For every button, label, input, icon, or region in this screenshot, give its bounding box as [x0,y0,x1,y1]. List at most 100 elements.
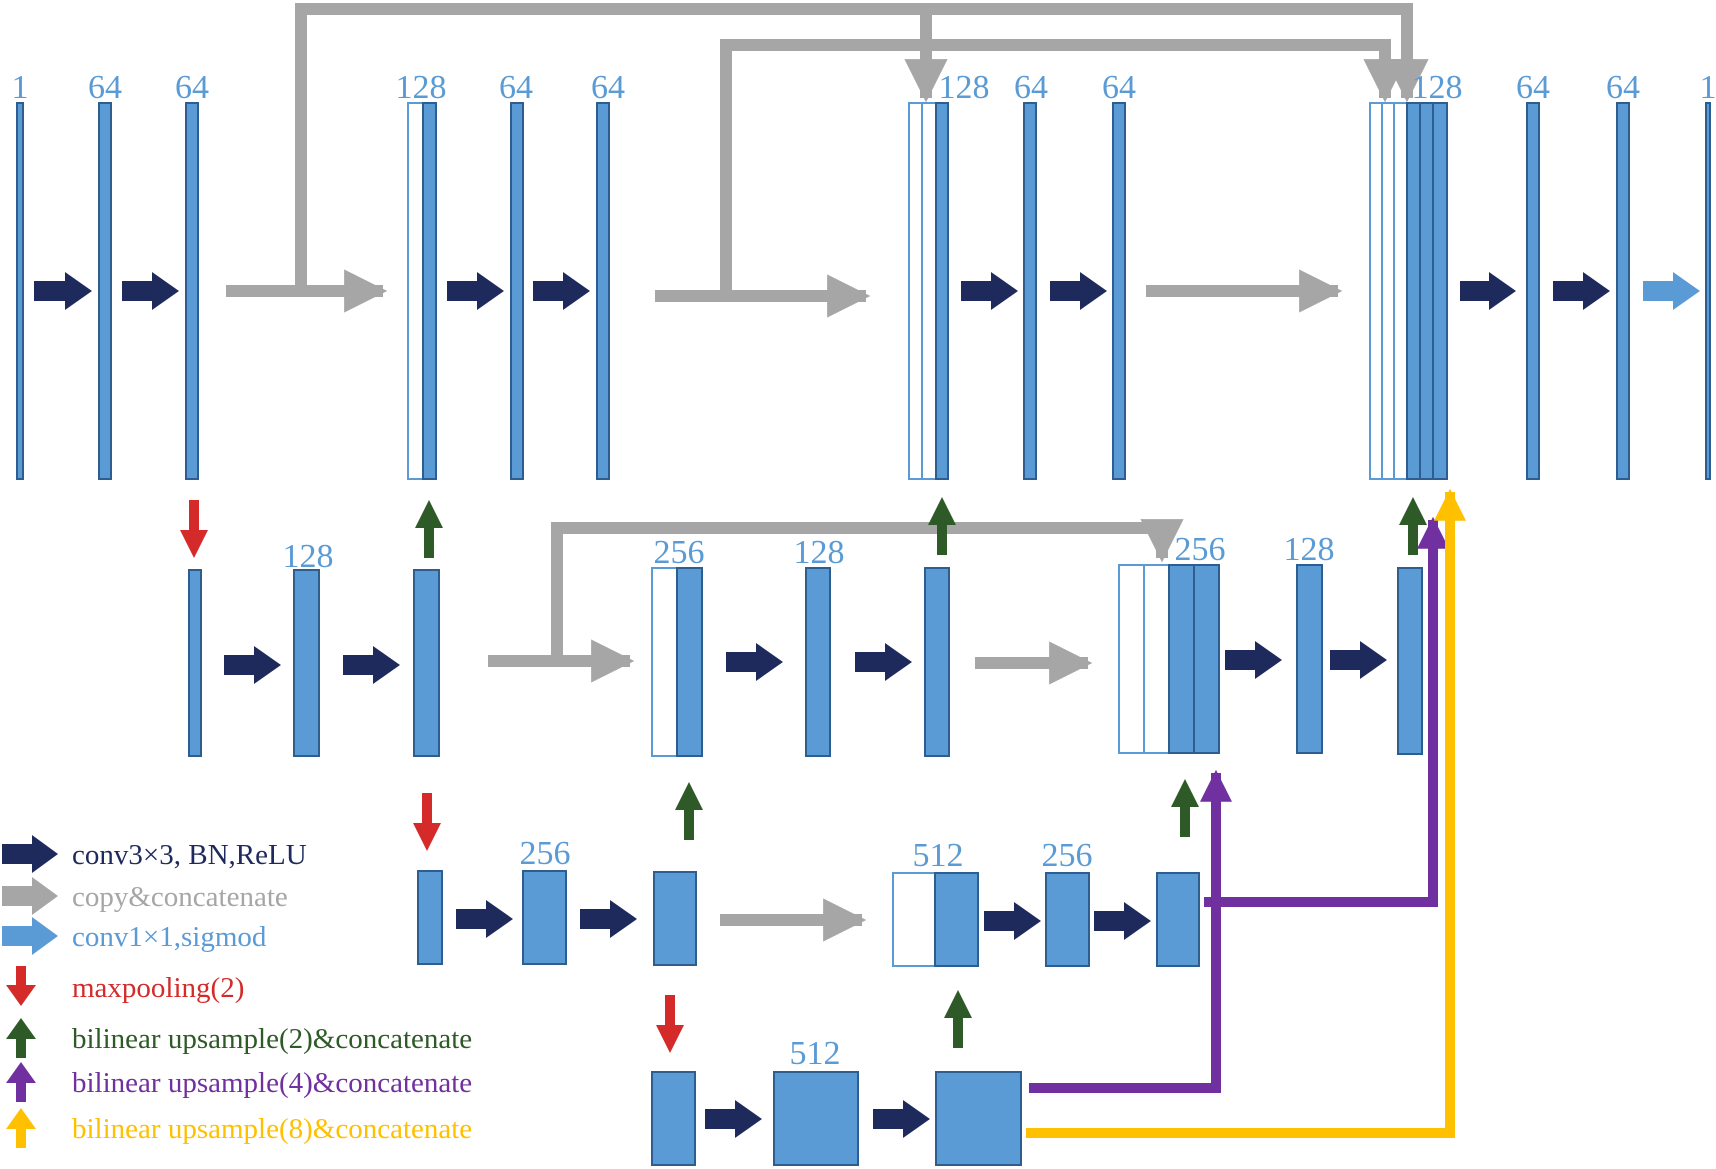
feature-map-copied [1143,564,1170,754]
conv-arrow [34,272,92,310]
feature-map [1406,102,1421,480]
feature-map [16,102,24,480]
maxpool-arrow-icon [6,966,36,1006]
feature-map [934,872,979,967]
conv1x1-arrow-icon [2,917,58,955]
conv-arrow [447,272,504,310]
legend-label-upsample4: bilinear upsample(4)&concatenate [72,1067,472,1099]
feature-map [1193,564,1220,754]
feature-map [1526,102,1540,480]
channel-label: 1 [1700,69,1716,106]
upsample8-arrow-icon [6,1108,36,1148]
conv-arrow [855,643,912,681]
channel-label: 128 [283,538,334,575]
channel-label: 128 [1284,531,1335,568]
upsample2-arrow [1171,779,1199,837]
upsample4-arrow-icon [6,1062,36,1102]
upsample4-line-from-l2 [1204,516,1450,907]
channel-label: 64 [1102,69,1136,106]
channel-label: 512 [913,837,964,874]
channel-label: 128 [939,69,990,106]
feature-map [596,102,610,480]
conv-arrow [1225,641,1282,679]
feature-map [653,871,697,966]
channel-label: 256 [520,835,571,872]
legend-label-conv: conv3×3, BN,ReLU [72,839,307,871]
upsample4-line-from-l3 [1029,769,1233,1093]
channel-label: 128 [1412,69,1463,106]
legend-label-copy: copy&concatenate [72,881,288,913]
deep-upsample-lines [1026,488,1467,1138]
maxpool-arrow [180,500,208,558]
feature-map [676,567,703,757]
level-0 [16,102,1711,480]
feature-map-copied [1393,102,1408,480]
conv-arrow [1330,641,1387,679]
conv-arrow [224,646,281,684]
feature-map [293,569,320,757]
conv1x1-arrow [1643,272,1700,310]
feature-map [651,1071,696,1166]
feature-map [1156,872,1200,967]
skip-connections [295,3,1429,660]
feature-map [522,870,567,965]
channel-label: 128 [794,534,845,571]
conv-arrow [343,646,400,684]
feature-map [1168,564,1195,754]
conv-arrow [1094,902,1151,940]
feature-map [1045,872,1090,967]
conv-arrow [533,272,590,310]
maxpool-arrows [180,500,684,1053]
conv-arrow [1553,272,1610,310]
legend-label-upsample2: bilinear upsample(2)&concatenate [72,1023,472,1055]
channel-label: 1 [12,69,29,106]
feature-map [413,569,440,757]
conv-arrow-icon [2,835,58,873]
feature-map [924,567,950,757]
channel-label: 64 [591,69,625,106]
conv-arrow [984,902,1041,940]
copy-arrow-icon [2,877,58,915]
upsample2-arrow-icon [6,1018,36,1058]
level-1 [188,564,1423,757]
channel-label: 64 [1014,69,1048,106]
feature-map [1023,102,1037,480]
upsample2-arrow [944,990,972,1048]
skip-line-second [720,39,1407,291]
conv-arrow [705,1100,762,1138]
conv-arrows [34,272,1610,1138]
channel-label: 64 [175,69,209,106]
skip-line-level1 [551,519,1184,660]
feature-map [510,102,524,480]
channel-label: 256 [1175,531,1226,568]
channel-label: 64 [88,69,122,106]
feature-map [188,569,202,757]
upsample2-arrow [928,497,956,555]
feature-map [1296,564,1323,754]
feature-map [422,102,437,480]
feature-map [417,870,443,965]
feature-map-copied [1369,102,1383,480]
feature-map [805,567,831,757]
feature-map [935,1071,1022,1166]
feature-map-copied [921,102,937,480]
conv-arrow [873,1100,930,1138]
channel-label: 64 [1516,69,1550,106]
copy-arrows [226,269,1343,942]
conv-arrow [580,900,637,938]
level-2 [417,870,1200,967]
feature-map [773,1071,859,1166]
legend-label-maxpool: maxpooling(2) [72,972,244,1004]
upsample2-arrow [415,500,443,558]
feature-map [98,102,112,480]
feature-map-copied [1118,564,1145,754]
feature-map [1112,102,1126,480]
channel-labels: 1 64 64 128 64 64 128 64 64 128 64 64 1 … [12,69,1716,1072]
conv-arrow [456,900,513,938]
feature-map [1432,102,1448,480]
legend-label-upsample8: bilinear upsample(8)&concatenate [72,1113,472,1145]
feature-map [935,102,949,480]
feature-map [1705,102,1711,480]
channel-label: 512 [790,1035,841,1072]
